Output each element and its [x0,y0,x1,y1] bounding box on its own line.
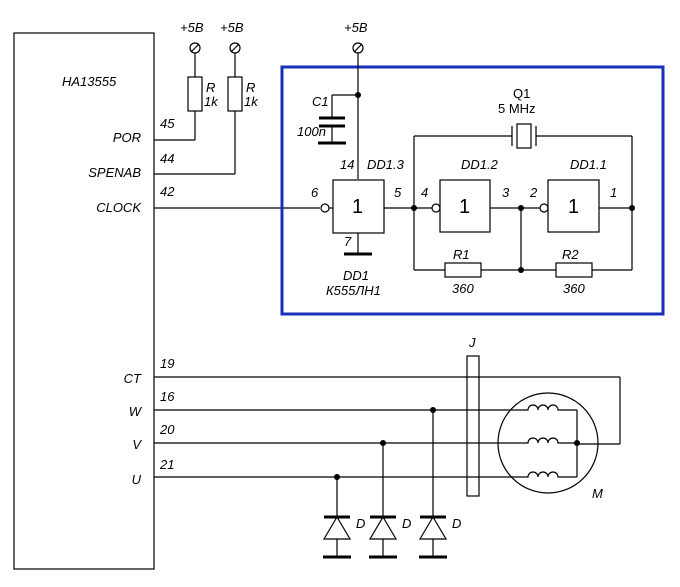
pin-label-clock: CLOCK [96,200,142,215]
dd11-out-pin: 1 [610,185,617,200]
dd12-out-pin: 3 [502,185,510,200]
c1-name: C1 [312,94,329,109]
capacitor-c1: C1 100n [297,94,358,145]
pin-label-u: U [132,472,142,487]
pullup-spenab-value: 1k [244,94,259,109]
pin-num-21: 21 [159,457,174,472]
gate-dd13: 1 DD1.3 14 6 5 7 [311,157,414,256]
motor-m: M [497,392,603,501]
dd11-symbol: 1 [568,196,579,218]
chip-body [13,32,155,570]
dd13-in-pin: 6 [311,185,319,200]
supply-label-osc: +5B [344,20,368,35]
diode-v: D [368,443,411,559]
dd13-symbol: 1 [352,196,363,218]
dd12-name: DD1.2 [461,157,499,172]
pullup-spenab: +5B R 1k [154,20,259,175]
pullup-por: +5B R 1k [154,20,219,141]
diode-w: D [418,410,461,559]
pin-label-w: W [129,404,143,419]
dd13-name: DD1.3 [367,157,405,172]
pin-num-44: 44 [160,151,174,166]
diode-v-label: D [402,516,411,531]
r2-value: 360 [563,281,585,296]
pin-label-ct: CT [124,371,142,386]
q1-name: Q1 [513,86,530,101]
pin-num-42: 42 [160,184,175,199]
pullup-por-r: R [206,80,215,95]
diode-u: D [322,477,365,559]
gate-dd11: 1 DD1.1 2 1 [521,157,632,233]
dd13-gnd-pin: 7 [344,234,352,249]
supply-label-spenab: +5B [220,20,244,35]
connector-j-label: J [468,335,476,350]
pin-num-16: 16 [160,389,175,404]
supply-label-por: +5B [180,20,204,35]
chip-name: HA13555 [62,74,117,89]
q1-freq: 5 MHz [498,101,536,116]
diode-w-label: D [452,516,461,531]
connector-j [466,355,480,497]
r1-name: R1 [453,247,470,262]
dd13-out-pin: 5 [394,185,402,200]
dd12-symbol: 1 [459,196,470,218]
pin-num-20: 20 [159,422,175,437]
c1-value: 100n [297,124,326,139]
gate-dd12: 1 DD1.2 4 3 [414,157,521,233]
pullup-spenab-r: R [246,80,255,95]
ic-name: DD1 [343,268,369,283]
r1-value: 360 [452,281,474,296]
r2-name: R2 [562,247,579,262]
pin-label-por: POR [113,130,141,145]
dd11-name: DD1.1 [570,157,607,172]
pin-label-spenab: SPENAB [88,165,141,180]
ic-part: К555ЛН1 [326,283,381,298]
dd11-in-pin: 2 [529,185,538,200]
pin-num-45: 45 [160,116,175,131]
oscillator-frame [280,65,665,316]
resistor-r2: R2 360 [521,247,632,296]
dd12-in-pin: 4 [421,185,428,200]
motor-label: M [592,486,603,501]
diode-u-label: D [356,516,365,531]
resistor-r1: R1 360 [414,247,521,296]
crystal-q1: Q1 5 MHz [498,86,632,149]
pullup-por-value: 1k [204,94,219,109]
dd13-vcc-pin: 14 [340,157,354,172]
pin-label-v: V [132,437,142,452]
pin-num-19: 19 [160,356,174,371]
